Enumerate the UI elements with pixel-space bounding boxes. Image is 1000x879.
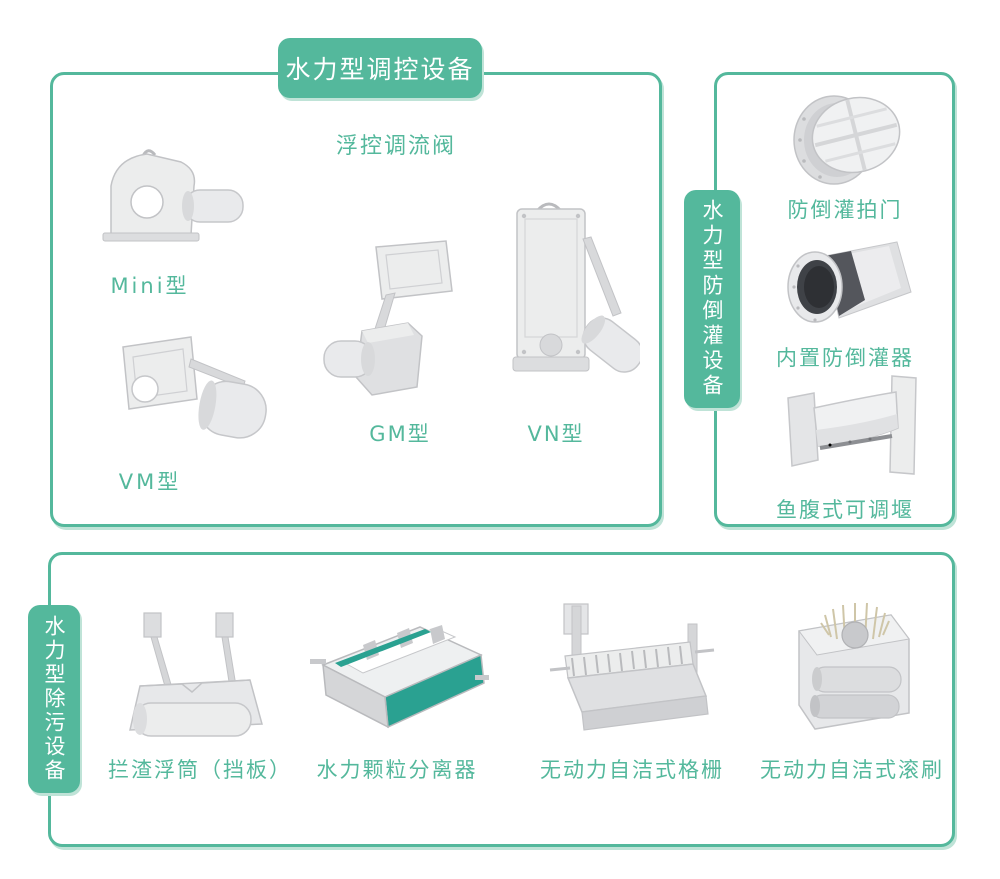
section-control-subtitle: 浮控调流阀 <box>335 134 456 159</box>
fish-belly-weir-image <box>780 372 930 487</box>
mini-float-valve-image <box>85 140 255 260</box>
section-backflow-badge: 水力型防倒灌设备 <box>684 190 740 408</box>
product-label-mini: Mini型 <box>110 274 190 298</box>
product-label-inline-preventer: 内置防倒灌器 <box>776 346 914 370</box>
product-label-particle-separator: 水力颗粒分离器 <box>316 758 478 782</box>
section-control-badge-label: 水力型调控设备 <box>285 55 475 84</box>
product-label-gm: GM型 <box>369 422 431 446</box>
inline-backflow-preventer-image <box>785 230 920 335</box>
particle-separator-image <box>305 615 490 740</box>
product-label-vn: VN型 <box>527 422 585 446</box>
product-label-roller-brush: 无动力自洁式滚刷 <box>760 758 944 782</box>
vn-float-valve-image <box>495 195 640 400</box>
product-label-fish-belly-weir: 鱼腹式可调堰 <box>776 498 914 522</box>
product-label-float-drum: 拦渣浮筒（挡板） <box>108 758 292 782</box>
float-drum-baffle-image <box>120 608 270 743</box>
product-label-vm: VM型 <box>118 470 182 494</box>
section-decontamination-badge-label: 水力型除污设备 <box>42 615 66 783</box>
vm-float-valve-image <box>95 325 270 450</box>
section-backflow-badge-label: 水力型防倒灌设备 <box>700 199 724 399</box>
flap-gate-image <box>790 85 905 190</box>
self-cleaning-roller-brush-image <box>783 595 918 745</box>
product-label-flap-gate: 防倒灌拍门 <box>787 198 903 222</box>
gm-float-valve-image <box>320 235 480 415</box>
self-cleaning-screen-image <box>540 600 720 745</box>
product-label-self-cleaning-screen: 无动力自洁式格栅 <box>540 758 724 782</box>
section-decontamination-badge: 水力型除污设备 <box>28 605 80 793</box>
section-control-badge: 水力型调控设备 <box>278 38 482 98</box>
